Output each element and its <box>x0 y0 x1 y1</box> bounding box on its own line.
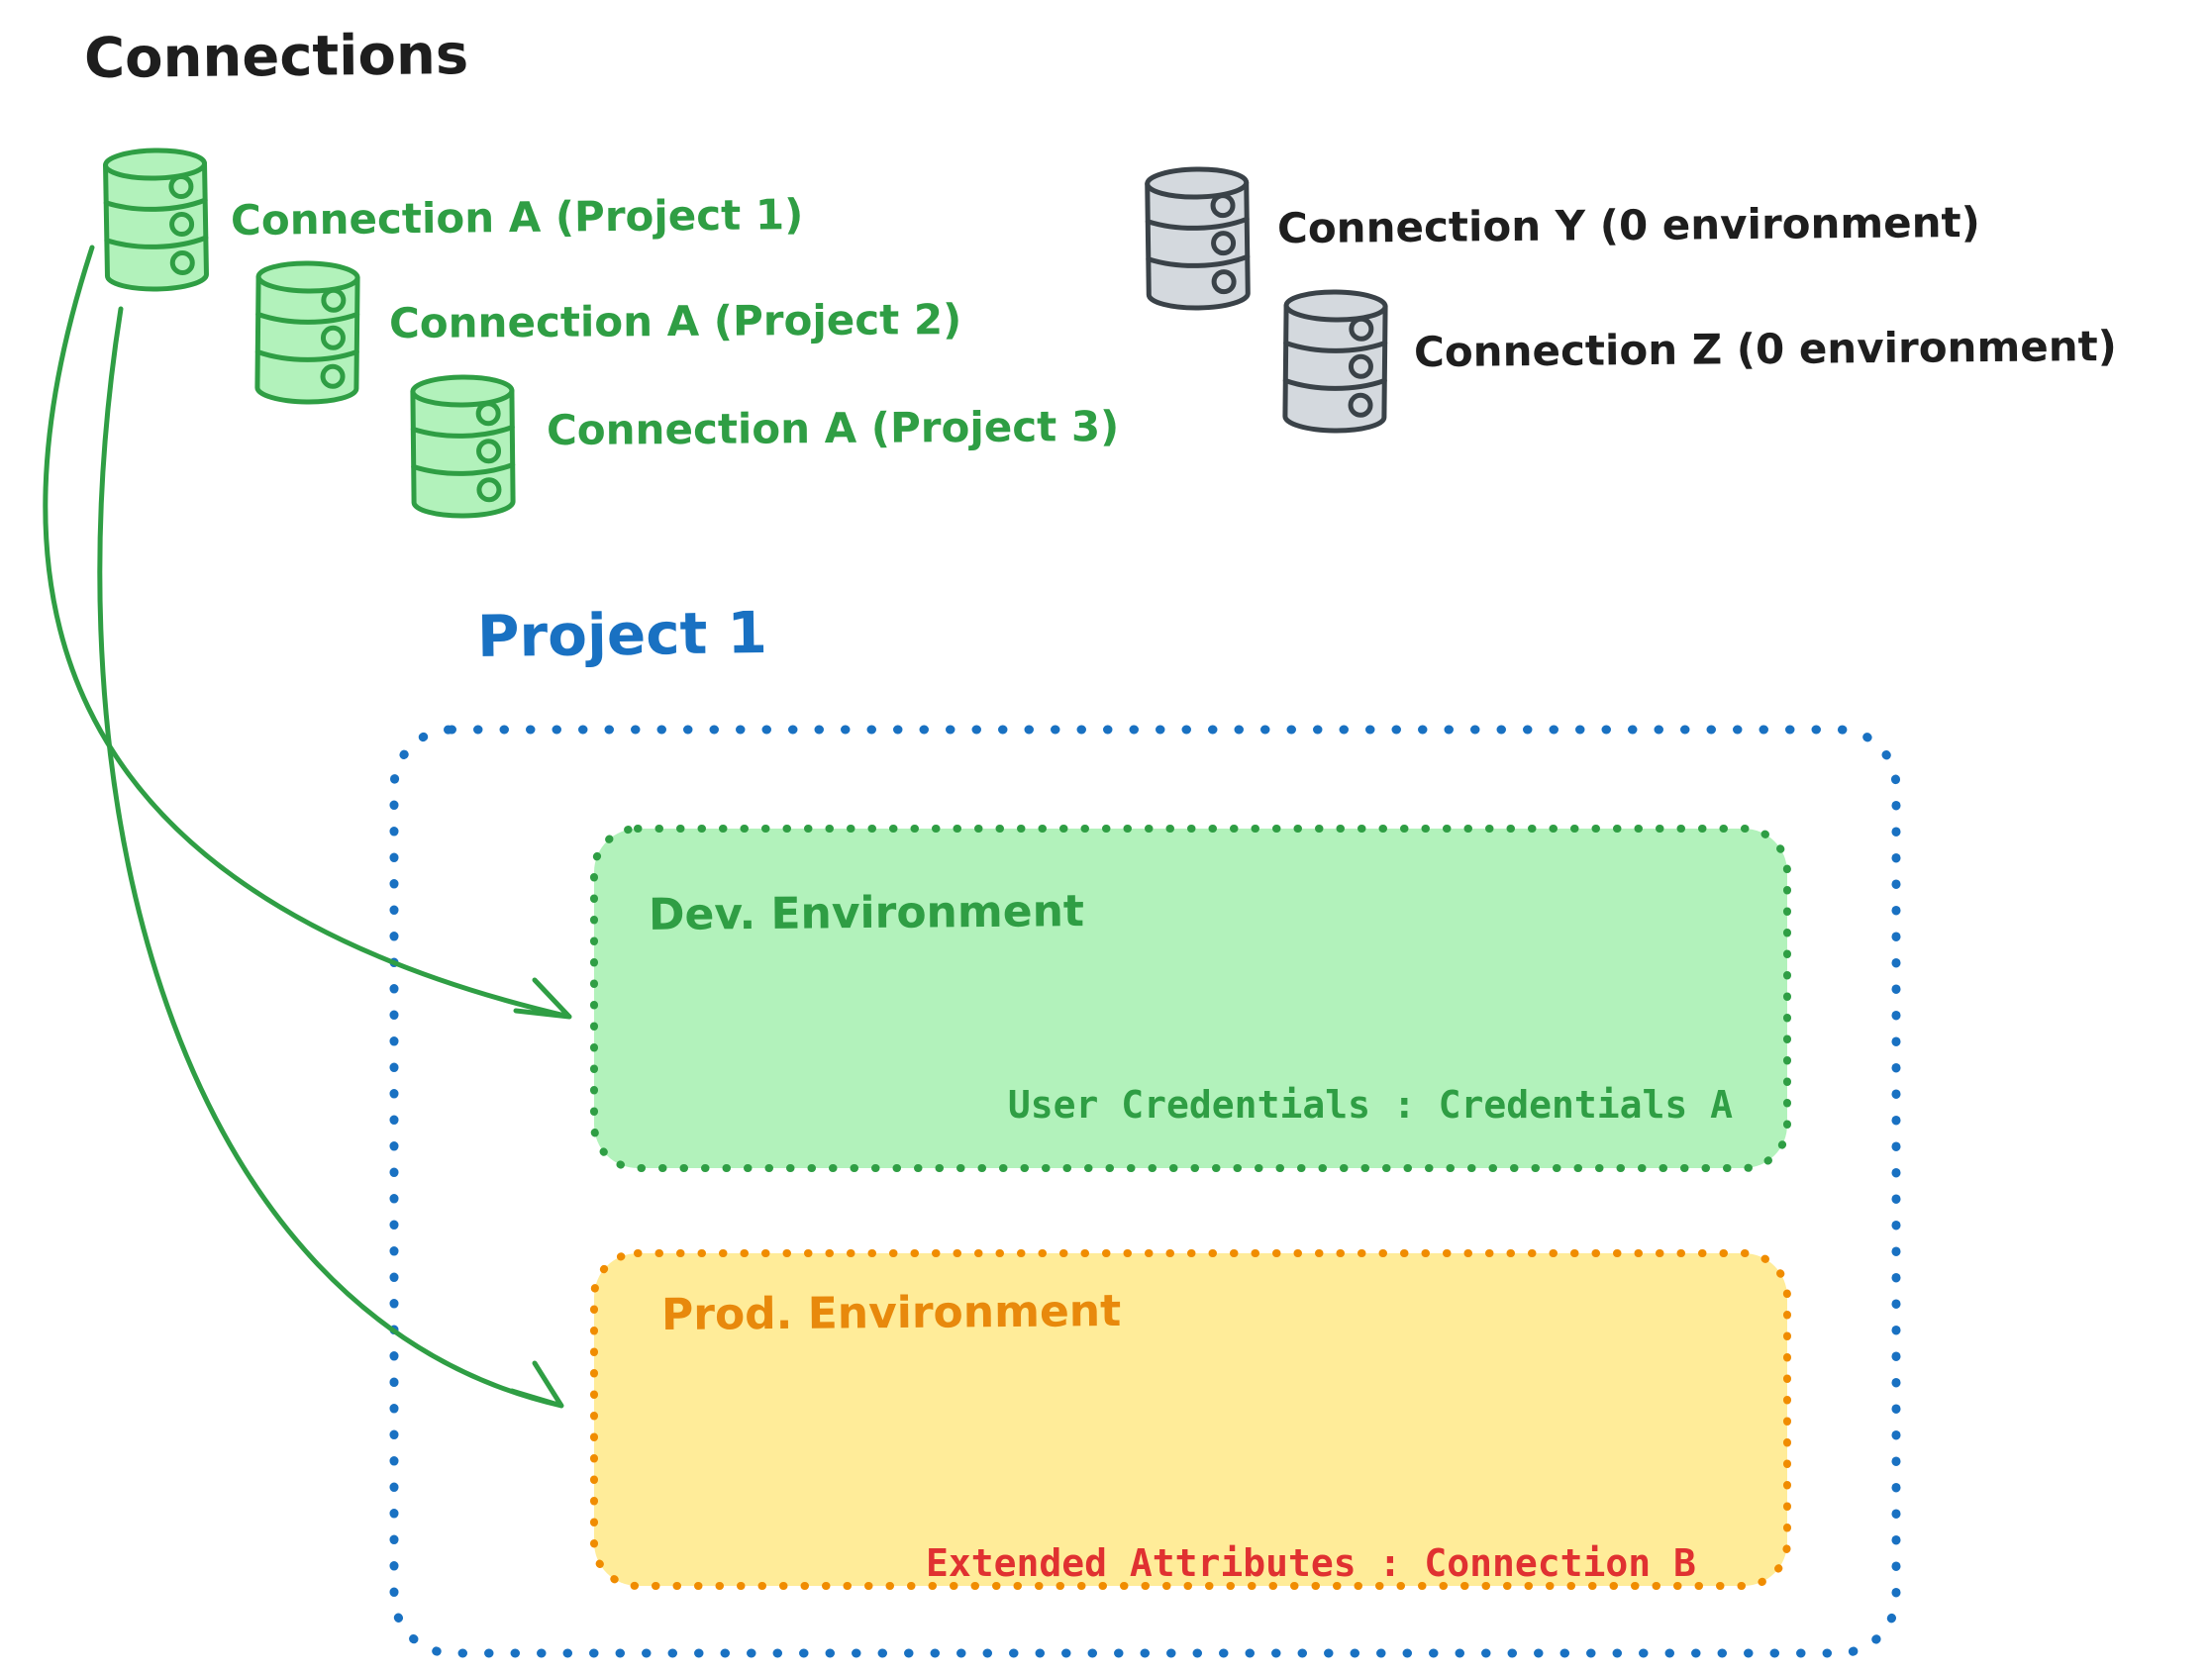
dev-environment-title: Dev. Environment <box>648 886 1085 940</box>
prod-credentials-text: Extended Attributes : Connection B Ext.A… <box>926 1444 1719 1674</box>
database-icon-connection-a-project-3 <box>405 372 521 520</box>
dev-credentials-text: User Credentials : Credentials A <box>1007 1083 1733 1127</box>
page-title: Connections <box>83 22 469 92</box>
connection-label-a-project-2: Connection A (Project 2) <box>388 294 962 348</box>
prod-environment-box <box>590 1249 1791 1590</box>
database-icon-connection-z <box>1277 287 1393 435</box>
database-icon-connection-y <box>1140 164 1256 313</box>
project-boundary-box <box>389 725 1901 1658</box>
arrow-connection-a-to-prod-environment <box>97 306 564 1409</box>
project-title: Project 1 <box>476 598 768 671</box>
prod-mapping-line-1: Extended Attributes : Connection B <box>926 1541 1696 1585</box>
connection-label-z: Connection Z (0 environment) <box>1413 321 2118 377</box>
dev-environment-box <box>590 825 1791 1172</box>
database-icon-connection-a-project-2 <box>250 258 365 406</box>
prod-environment-title: Prod. Environment <box>660 1285 1122 1341</box>
connection-label-a-project-1: Connection A (Project 1) <box>230 189 804 246</box>
arrow-connection-a-to-dev-environment <box>43 245 572 1020</box>
connection-label-a-project-3: Connection A (Project 3) <box>546 401 1120 455</box>
database-icon-connection-a-project-1 <box>98 146 215 294</box>
connection-label-y: Connection Y (0 environment) <box>1276 197 1981 253</box>
